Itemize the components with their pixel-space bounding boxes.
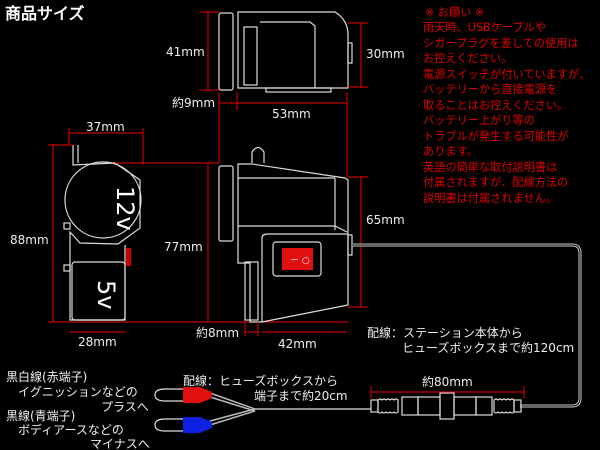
dim-80mm: 約80mm [422,374,473,389]
warning-line: トラブルが発生する可能性が [423,129,568,143]
cable-main-note-1: 配線：ステーション本体から [367,325,523,340]
switch-rocker [282,248,313,270]
warning-line: シガープラグを差しての使用は [423,36,579,50]
dim-8mm: 約8mm [196,325,239,340]
12v-label: 12v [111,186,139,231]
top-dimension-lines [200,11,368,177]
fuse-holder [370,386,525,420]
red-terminal-note-3: プラスへ [101,400,149,414]
cable-fuse-note-2: 端子まで約20cm [254,388,348,403]
cable-fuse-note-1: 配線：ヒューズボックスから [183,373,338,388]
warning-line: 電源スイッチが付いていますが、 [423,67,590,81]
red-terminal-note-1: 黒白線(赤端子) [6,369,87,384]
warning-line: 付属されますが、配線方法の [423,175,568,189]
warning-line: バッテリー上がり等の [423,113,535,127]
warning-line: 説明書は付属されません。 [423,191,557,205]
top-view [218,11,353,93]
side-view: － ○ [218,146,353,323]
terminal-wires [154,387,371,433]
dim-88mm: 88mm [10,233,49,247]
warning-line: 雨天時、USBケーブルや [423,20,546,34]
front-dimension-lines [48,128,348,333]
5v-label: 5v [92,280,120,309]
warning-notice: ※ お願い ※ 雨天時、USBケーブルや シガープラグを差しての使用は お控えく… [423,6,590,205]
dim-65mm: 65mm [366,213,405,227]
dim-53mm: 53mm [272,107,311,121]
red-terminal-note-2: イグニッションなどの [18,385,138,399]
dim-41mm: 41mm [166,45,205,59]
blue-fork-terminal [154,418,185,432]
blue-terminal-note-2: ボディアースなどの [18,422,124,437]
cable-main-note-2: ヒューズボックスまで約120cm [402,340,574,355]
side-dimension-lines [207,163,368,336]
warning-line: 英語の簡単な取付説明書は [423,160,557,174]
blue-terminal-note-1: 黒線(青端子) [6,408,75,423]
main-cable [352,243,582,408]
dim-37mm: 37mm [86,120,125,134]
12v-socket [64,161,142,239]
blue-terminal-note-3: マイナスへ [90,437,150,450]
warning-line: バッテリーから直接電源を [423,82,557,96]
dim-9mm: 約9mm [172,95,215,110]
dim-42mm: 42mm [278,337,317,351]
page-title: 商品サイズ [5,4,85,23]
switch-symbols: － ○ [290,256,310,266]
warning-line: お控えください。 [423,51,512,65]
warning-line: あります。 [423,145,478,158]
dim-28mm: 28mm [78,335,117,349]
5v-socket [71,261,126,321]
warning-heading: ※ お願い ※ [425,6,484,19]
warning-line: 取ることはお控えください。 [423,98,568,112]
red-fork-terminal [154,388,185,402]
power-switch [272,241,322,277]
dim-77mm: 77mm [164,240,203,254]
front-view: 12v 5v [63,145,142,321]
dim-30mm: 30mm [366,47,405,61]
